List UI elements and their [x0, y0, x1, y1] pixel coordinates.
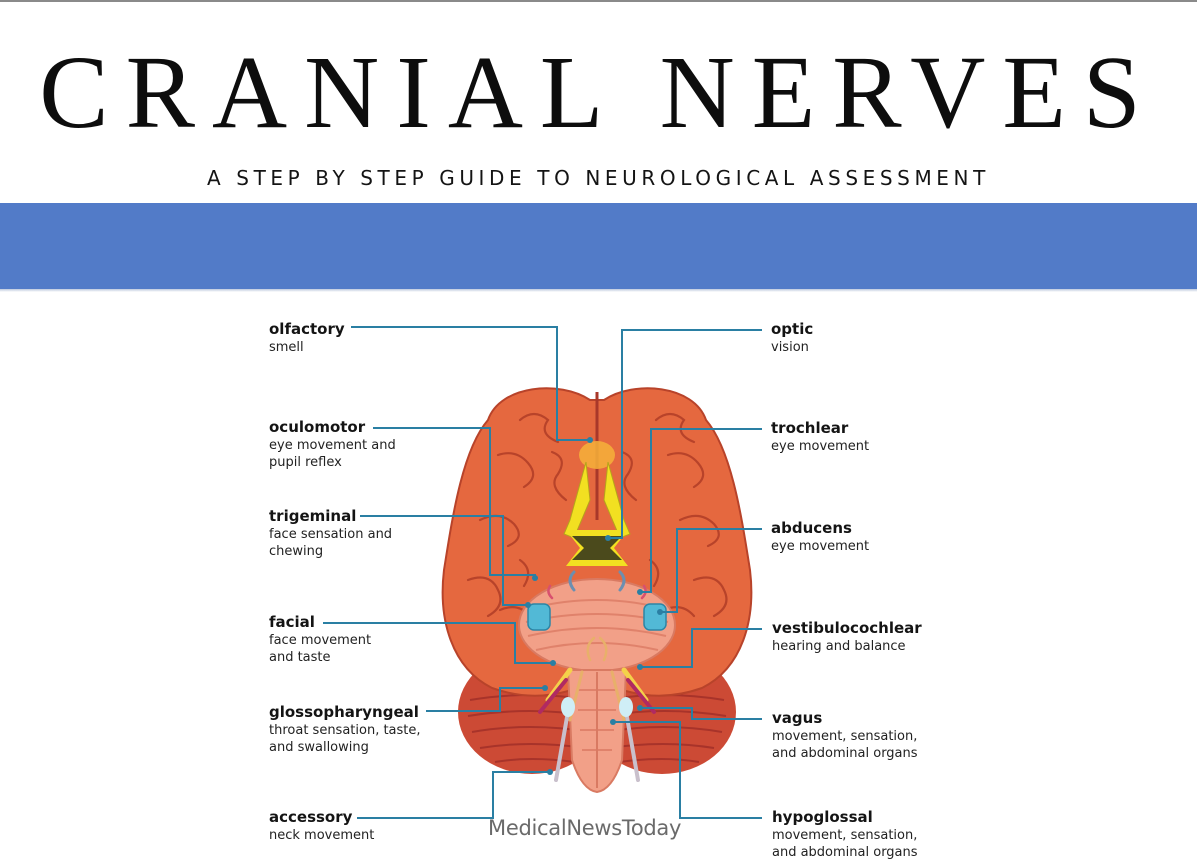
nerve-function: eye movement and pupil reflex [269, 438, 396, 470]
nerve-function: face movement and taste [269, 633, 372, 665]
nerve-function: face sensation and chewing [269, 527, 393, 559]
page-subtitle: A STEP BY STEP GUIDE TO NEUROLOGICAL ASS… [207, 166, 990, 190]
nerve-function: smell [269, 340, 304, 355]
label-trochlear: trochlear eye movement [771, 419, 869, 455]
nerve-name: vestibulocochlear [772, 619, 922, 637]
top-rule [0, 0, 1197, 2]
nerve-name: trigeminal [269, 507, 357, 525]
label-olfactory: olfactory smell [269, 320, 345, 356]
leader-dots [525, 437, 663, 775]
label-abducens: abducens eye movement [771, 519, 869, 555]
nerve-name: hypoglossal [772, 808, 873, 826]
watermark: MedicalNewsToday [488, 816, 682, 840]
label-hypoglossal: hypoglossal movement, sensation, and abd… [772, 808, 918, 861]
trigeminal-ganglia [527, 603, 667, 717]
nerve-name: oculomotor [269, 418, 366, 436]
label-accessory: accessory neck movement [269, 808, 374, 844]
nerve-name: vagus [772, 709, 823, 727]
nerve-function: hearing and balance [772, 639, 906, 654]
nerve-name: facial [269, 613, 315, 631]
nerve-function: throat sensation, taste, and swallowing [269, 723, 421, 755]
nerve-name: optic [771, 320, 814, 338]
nerve-name: accessory [269, 808, 353, 826]
nerve-name: olfactory [269, 320, 345, 338]
olfactory-bulb [579, 441, 615, 469]
page-title: CRANIAL NERVES [39, 35, 1158, 150]
nerve-function: vision [771, 340, 809, 355]
nerve-function: neck movement [269, 828, 375, 843]
label-oculomotor: oculomotor eye movement and pupil reflex [269, 418, 396, 471]
nerve-name: glossopharyngeal [269, 703, 419, 721]
nerve-function: movement, sensation, and abdominal organ… [772, 828, 918, 860]
label-facial: facial face movement and taste [269, 613, 371, 666]
leader-lines [323, 326, 762, 819]
nerve-function: eye movement [771, 539, 870, 554]
nerve-function: movement, sensation, and abdominal organ… [772, 729, 918, 761]
label-vagus: vagus movement, sensation, and abdominal… [772, 709, 918, 762]
nerve-name: abducens [771, 519, 852, 537]
label-glossopharyngeal: glossopharyngeal throat sensation, taste… [269, 703, 421, 756]
label-optic: optic vision [771, 320, 813, 356]
label-vestibulocochlear: vestibulocochlear hearing and balance [772, 619, 922, 655]
nerve-name: trochlear [771, 419, 849, 437]
nerve-function: eye movement [771, 439, 870, 454]
brainstem [518, 578, 676, 794]
label-trigeminal: trigeminal face sensation and chewing [269, 507, 392, 560]
blue-banner [0, 203, 1197, 289]
banner-shadow [0, 289, 1197, 292]
